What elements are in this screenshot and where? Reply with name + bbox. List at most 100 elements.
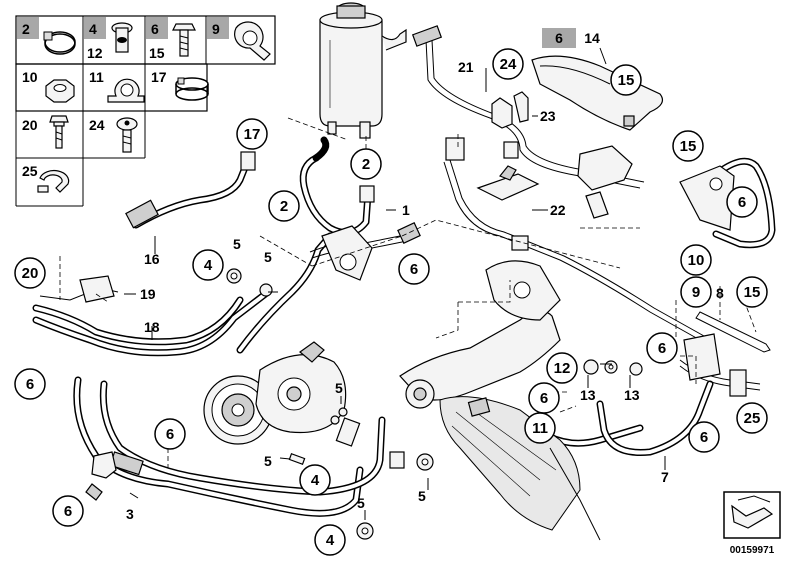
label-8: 8: [716, 285, 724, 301]
callout-6-bottom-center: 6: [154, 418, 186, 450]
label-13-b: 13: [624, 387, 640, 403]
diagram-reference-box: 00159971: [723, 491, 781, 556]
callout-6-upper: 6: [398, 253, 430, 285]
label-3: 3: [126, 506, 134, 522]
label-5-f: 5: [357, 495, 365, 511]
legend-label-11: 11: [89, 69, 104, 85]
label-5-d: 5: [264, 453, 272, 469]
svg-text:6: 6: [410, 261, 418, 278]
legend-label-20: 20: [22, 117, 38, 133]
callout-9: 9: [680, 276, 712, 308]
legend-label-17: 17: [151, 69, 167, 85]
svg-text:6: 6: [64, 503, 72, 520]
svg-text:17: 17: [244, 126, 261, 143]
label-5-e: 5: [418, 488, 426, 504]
svg-text:2: 2: [362, 156, 370, 173]
svg-text:15: 15: [618, 72, 635, 89]
svg-text:2: 2: [280, 198, 288, 215]
legend-label-24: 24: [89, 117, 105, 133]
callout-6-mid: 6: [528, 382, 560, 414]
callout-17: 17: [236, 118, 268, 150]
callout-12: 12: [546, 352, 578, 384]
flange-bolt-icon: [49, 115, 69, 149]
legend-label-4: 4: [89, 21, 97, 37]
torx-screw-icon: [116, 117, 138, 153]
callout-4-middle: 4: [299, 464, 331, 496]
leader-lines: [59, 47, 757, 520]
callout-25: 25: [736, 402, 768, 434]
svg-text:10: 10: [688, 252, 705, 269]
svg-text:11: 11: [532, 420, 548, 437]
bracket-clip-icon: [107, 78, 145, 103]
svg-text:6: 6: [700, 429, 708, 446]
legend-label-6: 6: [151, 21, 159, 37]
label-16: 16: [144, 251, 160, 267]
svg-text:6: 6: [26, 376, 34, 393]
label-21: 21: [458, 59, 474, 75]
svg-text:20: 20: [22, 265, 39, 282]
callout-24: 24: [492, 48, 524, 80]
label-13-a: 13: [580, 387, 596, 403]
svg-text:6: 6: [555, 30, 563, 46]
legend-label-2: 2: [22, 21, 30, 37]
legend-label-15: 15: [149, 45, 165, 61]
bolt-icon: [172, 23, 196, 57]
label-19: 19: [140, 286, 156, 302]
hex-nut-icon: [45, 79, 75, 103]
callout-6-bottom-left: 6: [52, 495, 84, 527]
callout-6-left: 6: [14, 368, 46, 400]
svg-text:6: 6: [166, 426, 174, 443]
label-5-c: 5: [335, 380, 343, 396]
callout-4-upper: 4: [192, 249, 224, 281]
callout-6-lower-right: 6: [688, 421, 720, 453]
legend-label-25: 25: [22, 163, 38, 179]
legend-label-9: 9: [212, 21, 220, 37]
svg-text:9: 9: [692, 284, 700, 301]
callout-15-lower: 15: [672, 130, 704, 162]
callout-6-rack: 6: [646, 332, 678, 364]
label-22: 22: [550, 202, 566, 218]
label-1: 1: [402, 202, 410, 218]
svg-text:6: 6: [540, 390, 548, 407]
callout-2-top: 2: [350, 148, 382, 180]
svg-text:14: 14: [584, 30, 600, 46]
label-7: 7: [661, 469, 669, 485]
callout-6-14-heatshield: 6 14: [542, 28, 600, 48]
svg-text:25: 25: [744, 410, 761, 427]
legend-label-12: 12: [87, 45, 103, 61]
svg-text:12: 12: [554, 360, 571, 377]
label-5-a: 5: [233, 236, 241, 252]
label-18: 18: [144, 319, 160, 335]
callout-labels: 17 2 2 24 15 15 6 4 6 20 10 9 15 6 6 12 …: [14, 28, 768, 556]
callout-20: 20: [14, 257, 46, 289]
svg-text:4: 4: [204, 257, 213, 274]
svg-text:6: 6: [738, 194, 746, 211]
parts-legend-table: 2 4 12 6 15 9 10 11 17 20 24 25: [15, 15, 276, 207]
reference-number: 00159971: [730, 545, 775, 556]
brackets: [79, 55, 735, 540]
svg-text:15: 15: [680, 138, 697, 155]
callout-4-bottom: 4: [314, 524, 346, 556]
callout-15-upper: 15: [610, 64, 642, 96]
hose-clamp-icon: [43, 31, 76, 55]
steering-rack: [399, 260, 601, 541]
banjo-bolt-icon: [111, 22, 133, 53]
label-23: 23: [540, 108, 556, 124]
pipe-clip-icon: [234, 21, 271, 61]
cable-tie-icon: [37, 169, 70, 193]
callout-2-hose: 2: [268, 190, 300, 222]
callout-10: 10: [680, 244, 712, 276]
label-5-b: 5: [264, 249, 272, 265]
svg-text:4: 4: [311, 472, 320, 489]
svg-text:24: 24: [500, 56, 517, 73]
steering-pump: [203, 341, 347, 445]
svg-text:6: 6: [658, 340, 666, 357]
svg-text:15: 15: [744, 284, 761, 301]
svg-text:4: 4: [326, 532, 335, 549]
spring-clamp-icon: [175, 77, 209, 101]
fluid-reservoir: [319, 2, 407, 139]
callout-6-cooler: 6: [726, 186, 758, 218]
legend-label-10: 10: [22, 69, 38, 85]
callout-15-right: 15: [736, 276, 768, 308]
